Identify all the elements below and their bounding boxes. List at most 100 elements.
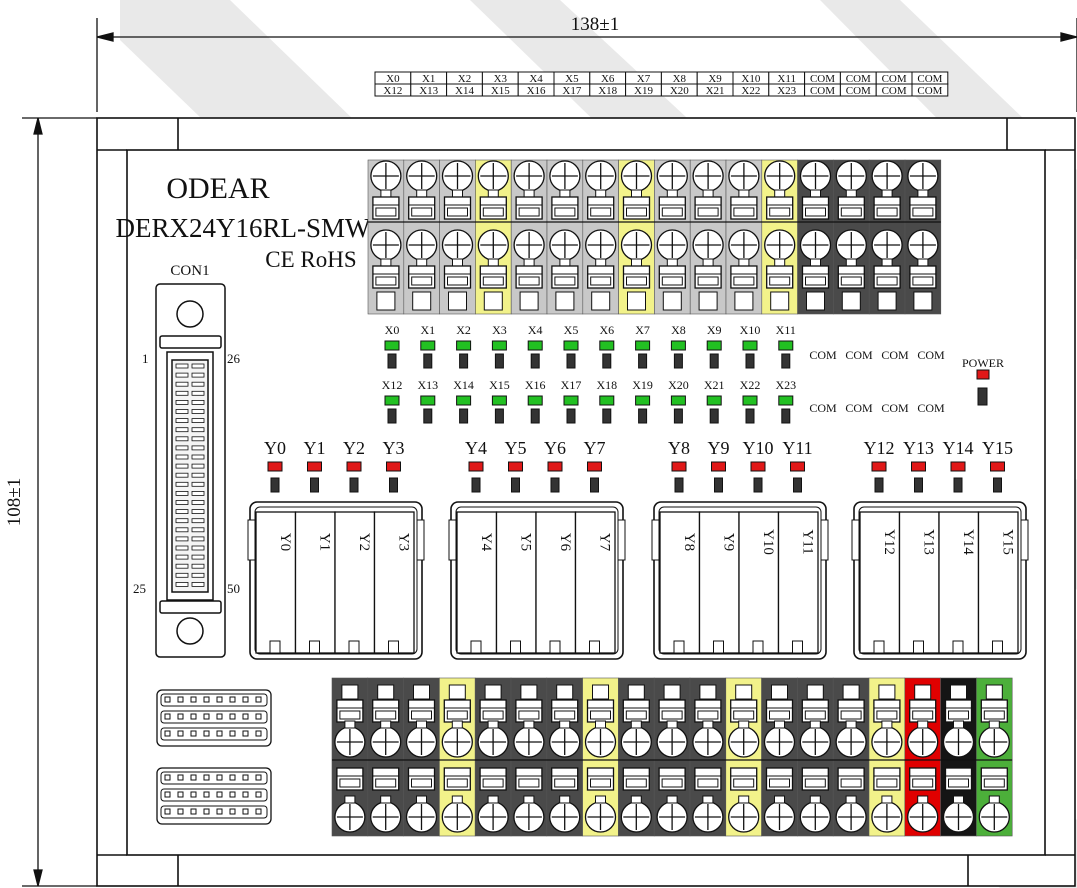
- screw-terminal[interactable]: [692, 795, 724, 833]
- screw-terminal[interactable]: [728, 795, 760, 833]
- screw-terminal[interactable]: [513, 720, 545, 758]
- screw-terminal[interactable]: [620, 795, 652, 833]
- screw-terminal[interactable]: [549, 229, 581, 267]
- screw-terminal[interactable]: [692, 229, 724, 267]
- screw-terminal[interactable]: [441, 229, 474, 267]
- screw-terminal[interactable]: [370, 795, 402, 833]
- output-led: Y14: [943, 438, 974, 493]
- output-led: Y11: [782, 438, 813, 493]
- screw-terminal[interactable]: [406, 229, 438, 267]
- output-terminal-pair: [940, 677, 977, 837]
- input-terminal-pair: [510, 159, 548, 315]
- connector-pin: [191, 572, 205, 578]
- screw-terminal[interactable]: [942, 720, 975, 758]
- screw-terminal[interactable]: [835, 795, 867, 833]
- scsi-connector: [155, 283, 226, 658]
- screw-terminal[interactable]: [334, 720, 366, 758]
- input-led: X9: [706, 323, 722, 369]
- screw-terminal[interactable]: [585, 160, 617, 198]
- screw-terminal[interactable]: [549, 795, 581, 833]
- screw-terminal[interactable]: [871, 795, 903, 833]
- connector-pin: [191, 381, 205, 387]
- output-terminal-pair: [976, 677, 1013, 837]
- screw-terminal[interactable]: [656, 720, 688, 758]
- screw-terminal[interactable]: [370, 720, 402, 758]
- screw-terminal[interactable]: [978, 795, 1010, 833]
- output-terminal-pair: [474, 677, 512, 837]
- screw-terminal[interactable]: [405, 795, 438, 833]
- screw-terminal[interactable]: [728, 229, 760, 267]
- screw-terminal[interactable]: [907, 795, 939, 833]
- output-led-label: Y10: [743, 438, 774, 458]
- output-terminal-pair: [832, 677, 870, 837]
- screw-terminal[interactable]: [584, 795, 617, 833]
- screw-terminal[interactable]: [620, 720, 652, 758]
- output-terminal-pair: [439, 677, 476, 837]
- screw-terminal[interactable]: [370, 229, 402, 267]
- screw-terminal[interactable]: [370, 160, 402, 198]
- screw-terminal[interactable]: [477, 720, 509, 758]
- screw-terminal[interactable]: [764, 229, 796, 267]
- screw-terminal[interactable]: [728, 720, 760, 758]
- connector-pin: [191, 418, 205, 424]
- screw-terminal[interactable]: [441, 795, 473, 833]
- screw-terminal[interactable]: [692, 160, 724, 198]
- input-led-label: X5: [564, 323, 579, 337]
- screw-terminal[interactable]: [513, 160, 545, 198]
- screw-terminal[interactable]: [584, 720, 617, 758]
- screw-terminal[interactable]: [656, 229, 688, 267]
- screw-terminal[interactable]: [799, 720, 831, 758]
- wire-clamp: [837, 265, 865, 289]
- output-led-label: Y13: [903, 438, 934, 458]
- legend-top-label: COM: [882, 73, 907, 85]
- screw-terminal[interactable]: [978, 720, 1010, 758]
- connector-pin: [175, 390, 189, 396]
- screw-terminal[interactable]: [799, 160, 832, 198]
- screw-terminal[interactable]: [585, 229, 617, 267]
- screw-terminal[interactable]: [441, 720, 473, 758]
- screw-terminal[interactable]: [799, 795, 831, 833]
- screw-terminal[interactable]: [907, 720, 939, 758]
- connector-pin: [175, 454, 189, 460]
- screw-terminal[interactable]: [406, 160, 438, 198]
- screw-terminal[interactable]: [477, 795, 509, 833]
- screw-terminal[interactable]: [513, 795, 545, 833]
- screw-terminal[interactable]: [871, 720, 903, 758]
- screw-terminal[interactable]: [620, 229, 653, 267]
- screw-terminal[interactable]: [799, 229, 832, 267]
- screw-terminal[interactable]: [907, 229, 939, 267]
- screw-terminal[interactable]: [513, 229, 545, 267]
- connector-pin: [175, 363, 189, 369]
- input-led: X19: [632, 378, 653, 424]
- wire-clamp: [408, 265, 436, 289]
- output-led: Y12: [864, 438, 895, 493]
- screw-terminal[interactable]: [728, 160, 760, 198]
- screw-terminal[interactable]: [871, 229, 903, 267]
- screw-terminal[interactable]: [763, 795, 796, 833]
- screw-terminal[interactable]: [942, 795, 975, 833]
- wire-clamp: [407, 767, 436, 791]
- screw-terminal[interactable]: [334, 795, 366, 833]
- screw-terminal[interactable]: [764, 160, 796, 198]
- screw-terminal[interactable]: [620, 160, 653, 198]
- connector-pin: [191, 481, 205, 487]
- connector-pin: [191, 490, 205, 496]
- screw-terminal[interactable]: [692, 720, 724, 758]
- wire-clamp: [622, 699, 650, 723]
- screw-terminal[interactable]: [907, 160, 939, 198]
- screw-terminal[interactable]: [835, 720, 867, 758]
- screw-terminal[interactable]: [656, 795, 688, 833]
- screw-terminal[interactable]: [477, 160, 509, 198]
- wire-clamp: [873, 265, 901, 289]
- screw-terminal[interactable]: [763, 720, 796, 758]
- wire-clamp: [694, 196, 722, 220]
- input-terminal-pair: [904, 159, 942, 315]
- screw-terminal[interactable]: [549, 720, 581, 758]
- screw-terminal[interactable]: [871, 160, 903, 198]
- screw-terminal[interactable]: [441, 160, 474, 198]
- screw-terminal[interactable]: [656, 160, 688, 198]
- screw-terminal[interactable]: [405, 720, 438, 758]
- relay: Y4: [456, 511, 498, 654]
